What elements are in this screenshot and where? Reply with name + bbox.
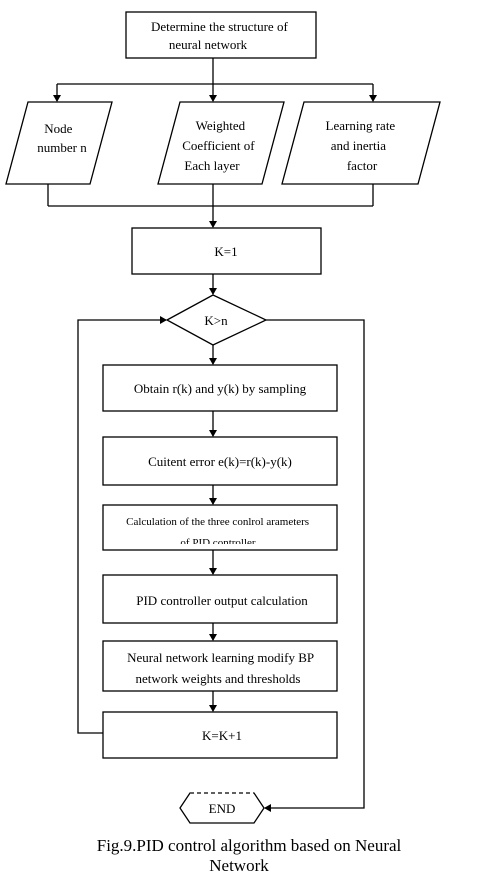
- calc-params-box: [102, 504, 338, 551]
- caption-line2: Network: [209, 856, 269, 875]
- node-number-line2: number n: [37, 140, 87, 155]
- determine-structure-line2: neural network: [169, 37, 248, 52]
- svg-text:Determine the structure of: Determine the structure of neural networ…: [151, 19, 291, 52]
- determine-structure-line1: Determine the structure of: [151, 19, 288, 34]
- node-number-line1: Node: [44, 121, 72, 136]
- svg-text:Calculation of the three conlr: Calculation of the three conlrol aramete…: [126, 516, 312, 549]
- learning-rate-line2: and inertia: [331, 138, 386, 153]
- weighted-coefficient-line3: Each layer: [184, 158, 240, 173]
- k-init-label: K=1: [214, 244, 237, 259]
- weighted-coefficient-line2: Coefficient of: [182, 138, 255, 153]
- learning-rate-line1: Learning rate: [326, 118, 396, 133]
- figure-caption: Fig.9.PID control algorithm based on Neu…: [0, 836, 478, 876]
- exit-to-end-line: [264, 319, 365, 812]
- sampling-box: [102, 364, 338, 412]
- condition-label: K>n: [204, 313, 228, 328]
- nn-learning-box: [102, 640, 338, 692]
- learning-rate-line3: factor: [347, 158, 378, 173]
- pid-output-box: [102, 574, 338, 624]
- loop-back-line: [77, 316, 167, 734]
- nn-learning-line2: network weights and thresholds: [135, 671, 300, 686]
- learning-rate-parallelogram: [281, 101, 441, 185]
- k-increment-label: K=K+1: [202, 728, 242, 743]
- k-increment-box: [102, 711, 338, 759]
- current-error-box: [102, 436, 338, 486]
- node-number-parallelogram: [5, 101, 113, 185]
- determine-structure-box: [125, 11, 317, 59]
- weighted-coefficient-parallelogram: [157, 101, 285, 185]
- flowchart: Determine the structure of neural networ…: [5, 11, 441, 824]
- calc-params-line2: of PID controller: [180, 537, 255, 549]
- svg-text:Neural network learning modify: Neural network learning modify BP networ…: [127, 650, 317, 686]
- nn-learning-line1: Neural network learning modify BP: [127, 650, 314, 665]
- pid-output-label: PID controller output calculation: [136, 593, 308, 608]
- svg-text:Weighted Coefficient of: Weighted Coefficient of Each layer: [182, 118, 258, 173]
- weighted-coefficient-line1: Weighted: [196, 118, 246, 133]
- end-label: END: [209, 801, 236, 816]
- sampling-label: Obtain r(k) and y(k) by sampling: [134, 381, 307, 396]
- current-error-label: Cuitent error e(k)=r(k)-y(k): [148, 454, 292, 469]
- calc-params-line1: Calculation of the three conlrol aramete…: [126, 516, 309, 528]
- k-init-box: [131, 227, 322, 275]
- svg-text:Learning rate and inertia: Learning rate and inertia factor: [326, 118, 399, 173]
- caption-line1: Fig.9.PID control algorithm based on Neu…: [96, 836, 402, 855]
- svg-text:Node number n: Node number n: [37, 121, 87, 155]
